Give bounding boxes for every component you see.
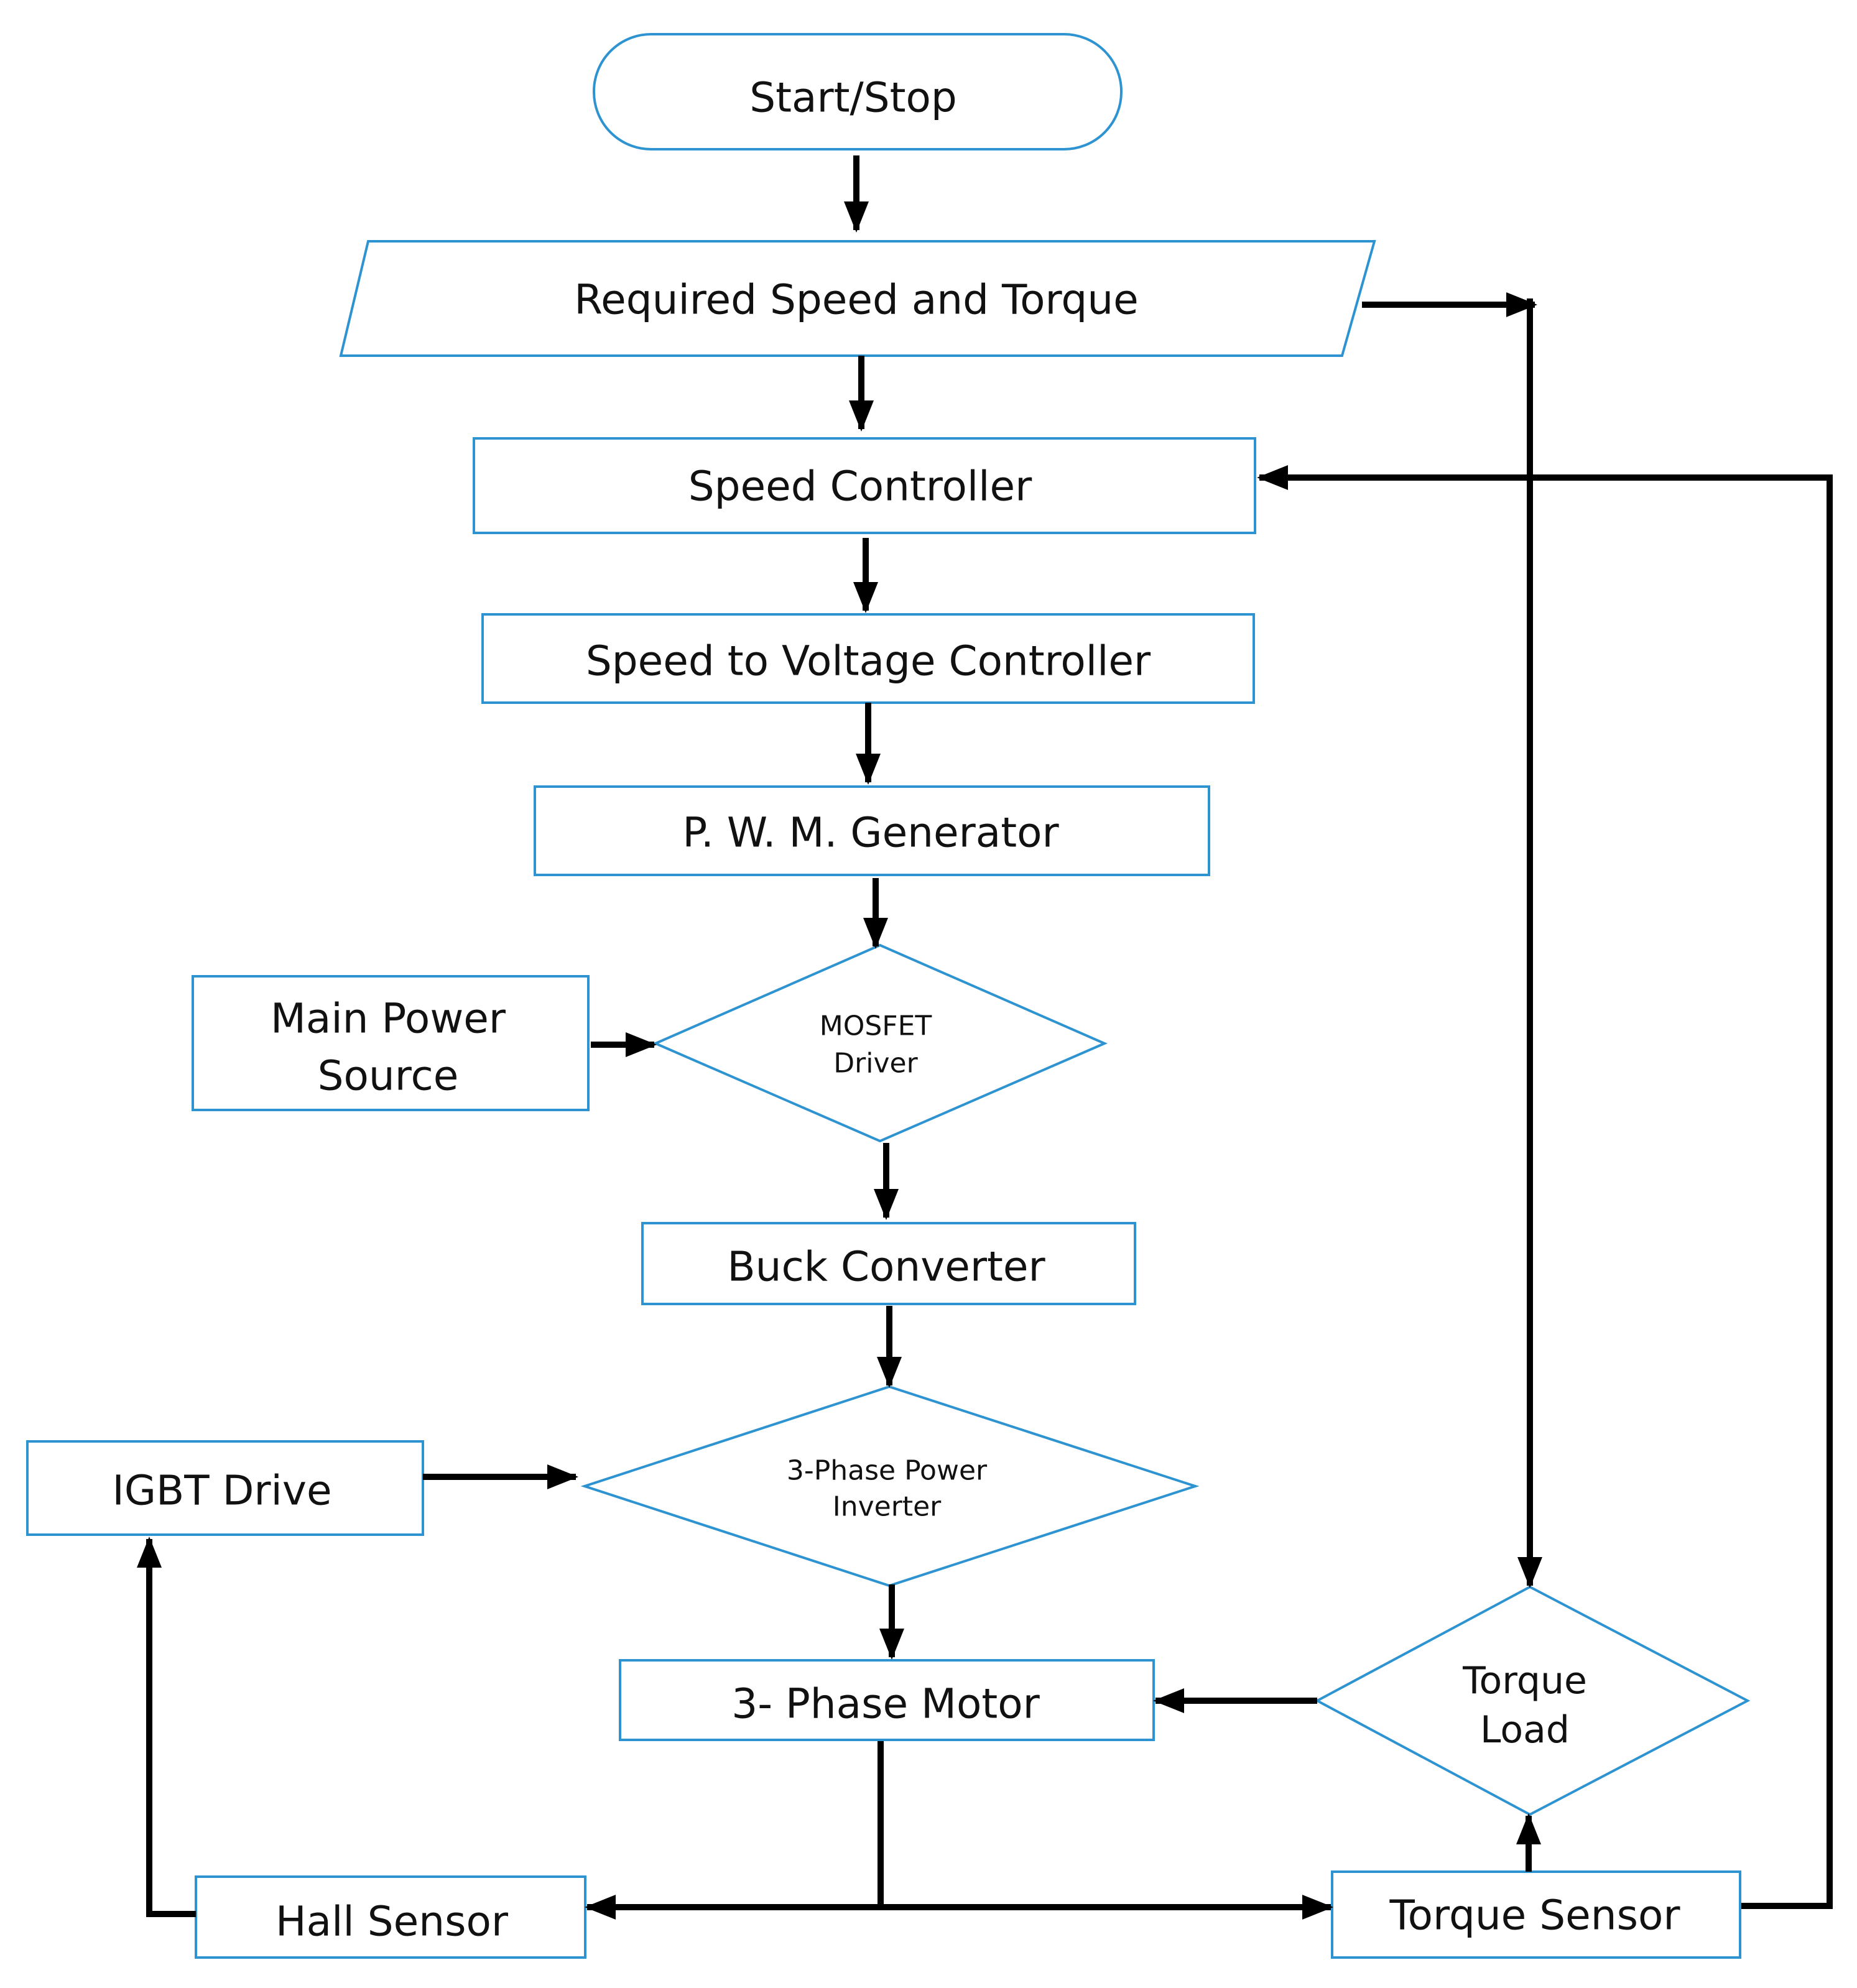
speed-to-voltage-controller-node: Speed to Voltage Controller xyxy=(481,613,1255,704)
main-power-source-node: Main Power Source xyxy=(192,975,590,1111)
torque-sensor-label: Torque Sensor xyxy=(1389,1892,1681,1939)
mosfet-driver-label-line2: Driver xyxy=(833,1048,918,1080)
arrow-torque-sensor-feedback-to-speed-controller xyxy=(1256,465,1833,1909)
required-speed-torque-label: Required Speed and Torque xyxy=(574,276,1139,324)
three-phase-inverter-node: 3-Phase Power Inverter xyxy=(580,1385,1200,1588)
three-phase-motor-node: 3- Phase Motor xyxy=(619,1659,1155,1741)
torque-load-node: Torque Load xyxy=(1314,1585,1751,1816)
igbt-drive-label: IGBT Drive xyxy=(112,1467,331,1515)
torque-load-label-line2: Load xyxy=(1480,1708,1570,1752)
speed-to-voltage-label: Speed to Voltage Controller xyxy=(586,637,1151,685)
required-speed-torque-node: Required Speed and Torque xyxy=(339,240,1376,357)
three-phase-inverter-label-line1: 3-Phase Power xyxy=(787,1455,988,1487)
three-phase-inverter-label-line2: Inverter xyxy=(833,1491,942,1523)
hall-sensor-node: Hall Sensor xyxy=(195,1875,586,1959)
start-stop-label: Start/Stop xyxy=(749,74,957,122)
igbt-drive-node: IGBT Drive xyxy=(26,1440,424,1536)
torque-load-label-line1: Torque xyxy=(1462,1659,1587,1703)
speed-controller-label: Speed Controller xyxy=(688,463,1032,511)
buck-converter-node: Buck Converter xyxy=(641,1222,1136,1305)
main-power-source-label-line2: Source xyxy=(318,1052,459,1100)
arrow-hall-sensor-to-igbt xyxy=(137,1536,196,1917)
mosfet-driver-node: MOSFET Driver xyxy=(652,943,1108,1143)
three-phase-motor-label: 3- Phase Motor xyxy=(731,1680,1040,1728)
start-stop-node: Start/Stop xyxy=(593,33,1123,150)
speed-controller-node: Speed Controller xyxy=(473,437,1256,534)
mosfet-driver-label-line1: MOSFET xyxy=(820,1010,932,1042)
main-power-source-label-line1: Main Power xyxy=(271,995,506,1043)
torque-sensor-node: Torque Sensor xyxy=(1331,1870,1741,1959)
pwm-generator-label: P. W. M. Generator xyxy=(682,809,1059,857)
buck-converter-label: Buck Converter xyxy=(727,1243,1045,1291)
hall-sensor-label: Hall Sensor xyxy=(276,1898,509,1946)
pwm-generator-node: P. W. M. Generator xyxy=(534,785,1210,876)
